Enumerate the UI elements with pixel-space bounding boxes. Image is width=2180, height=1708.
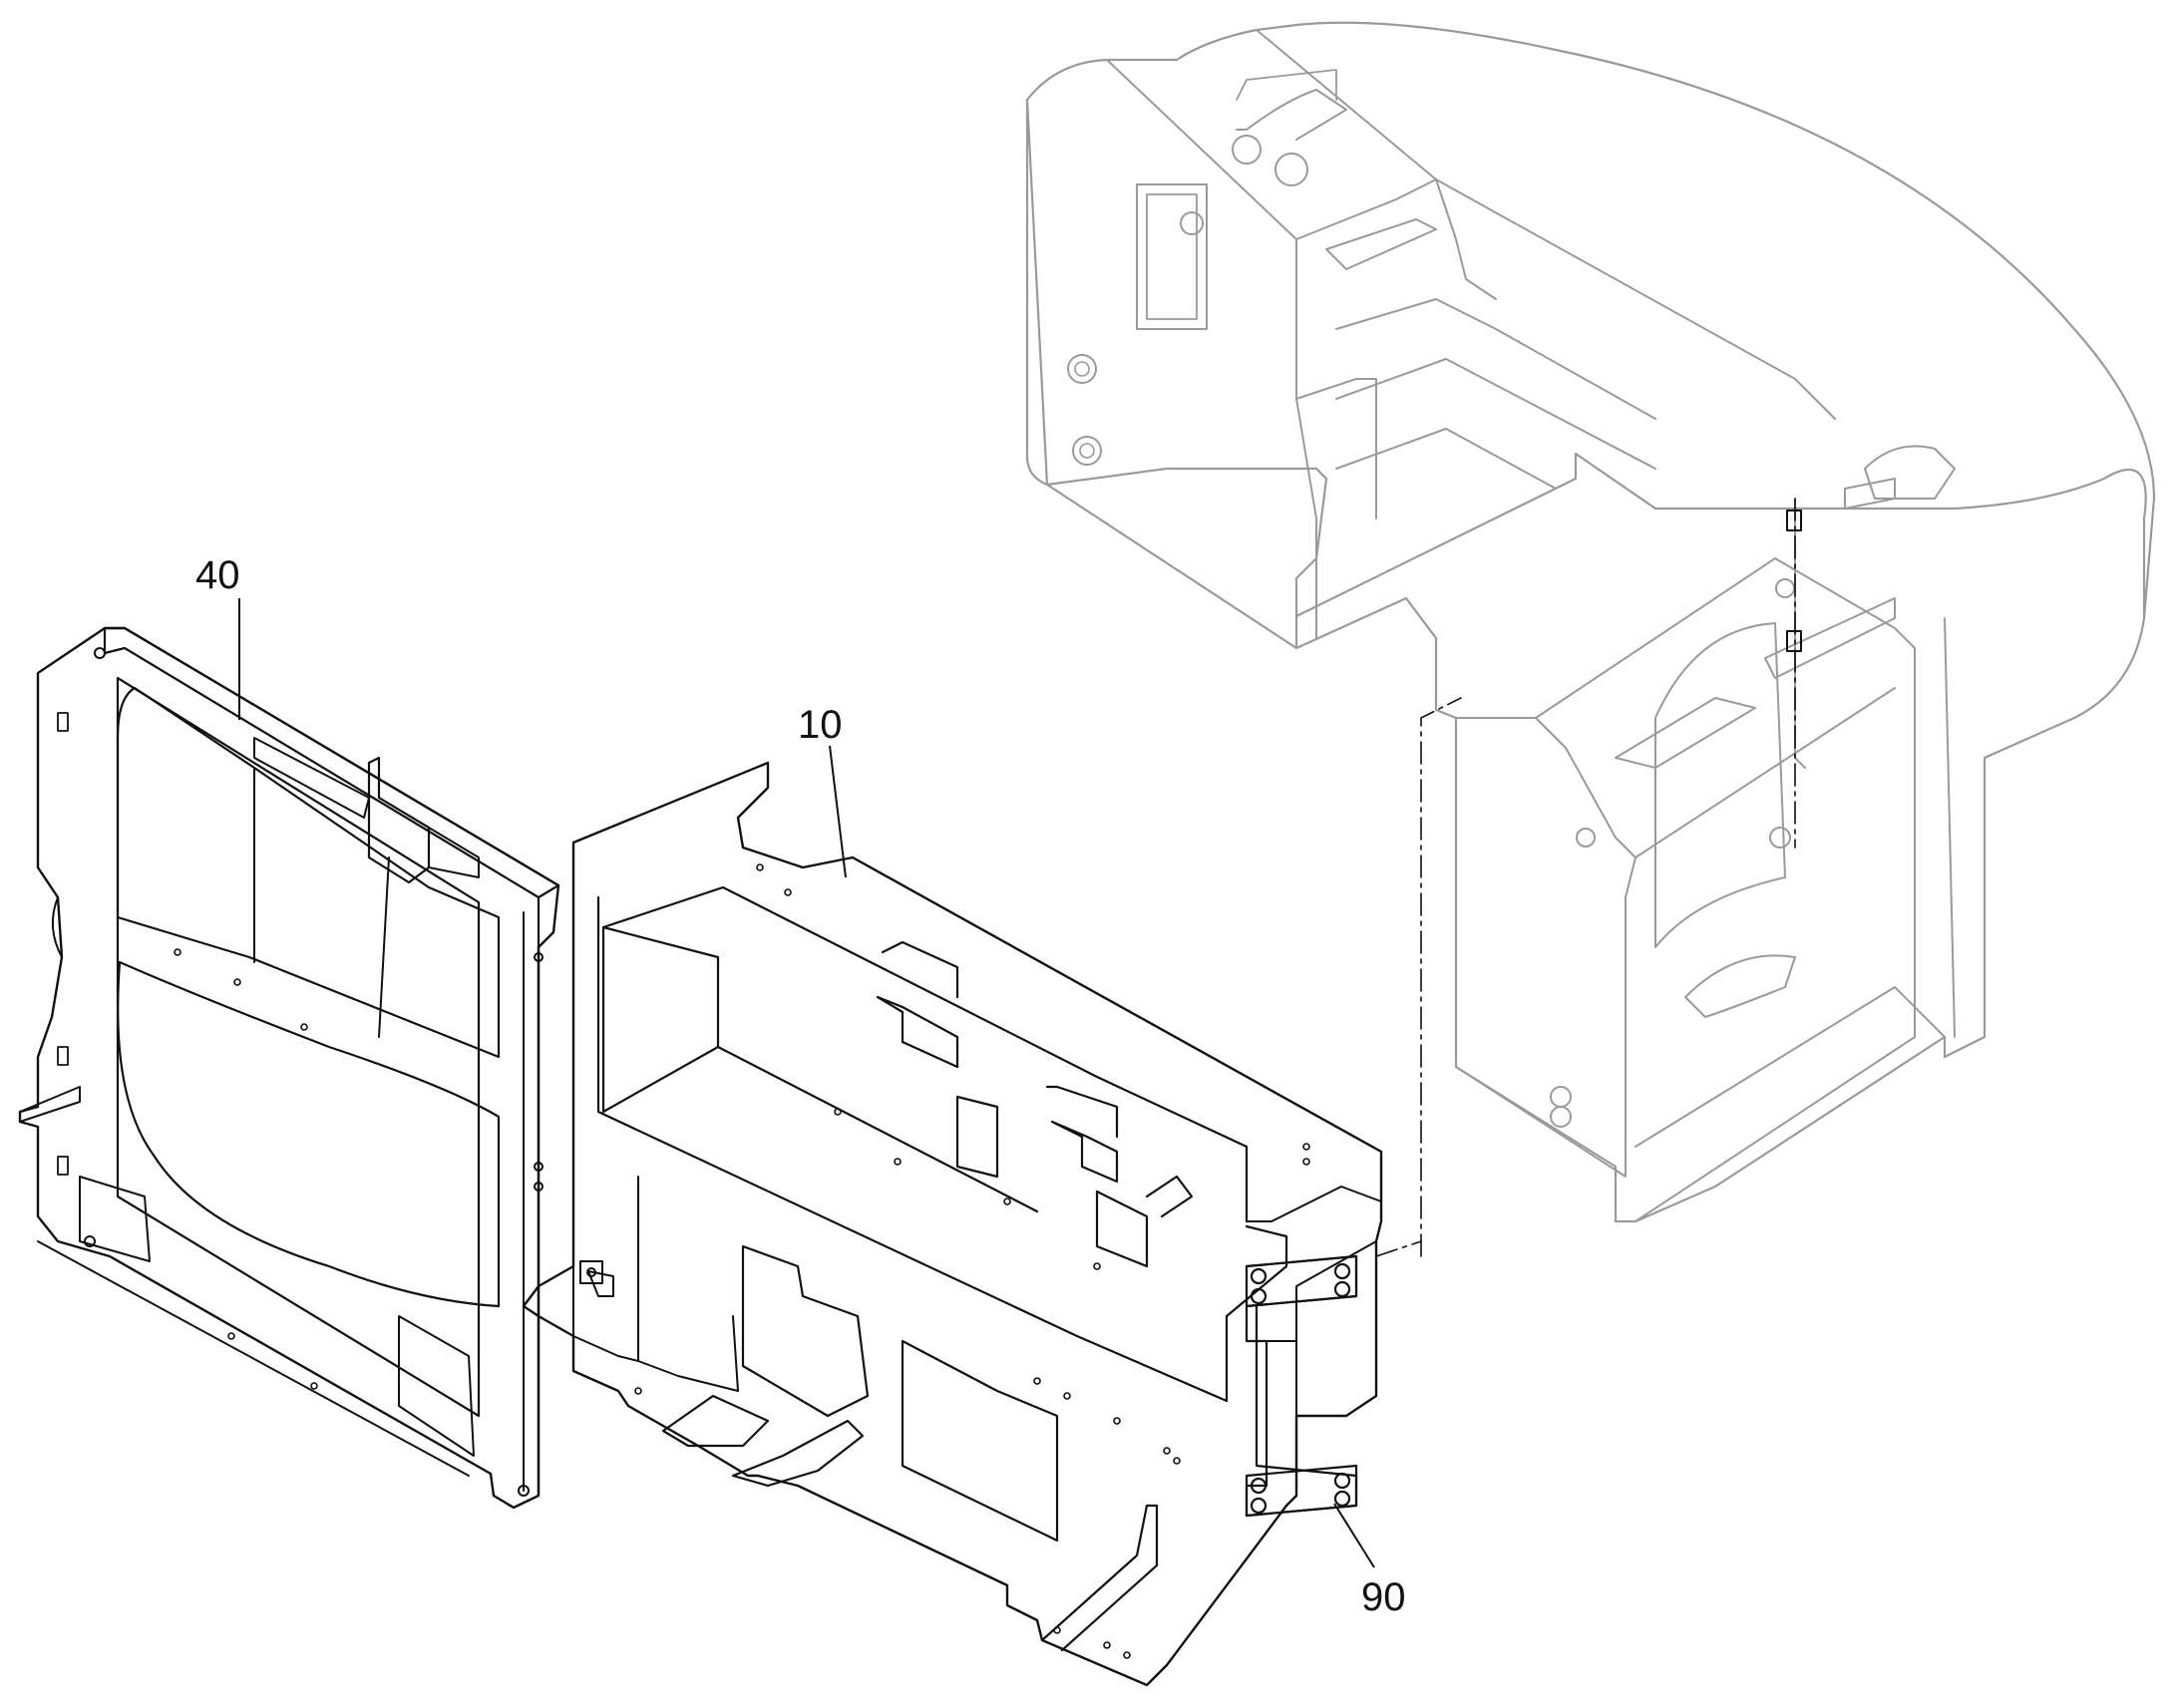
part-90-hinge-brackets[interactable] (1245, 1254, 1358, 1518)
callout-10-label: 10 (798, 703, 843, 747)
callout-10: 10 (798, 703, 847, 878)
callout-90-label: 90 (1361, 1575, 1406, 1619)
callout-40: 40 (195, 553, 240, 720)
ghost-machine-housing (1025, 21, 2156, 1223)
callout-40-label: 40 (195, 553, 240, 597)
callout-90: 90 (1333, 1503, 1406, 1619)
part-40-side-panel[interactable] (18, 626, 560, 1510)
alignment-centerlines (1375, 498, 1802, 1257)
part-10-rear-frame[interactable] (522, 761, 1383, 1687)
